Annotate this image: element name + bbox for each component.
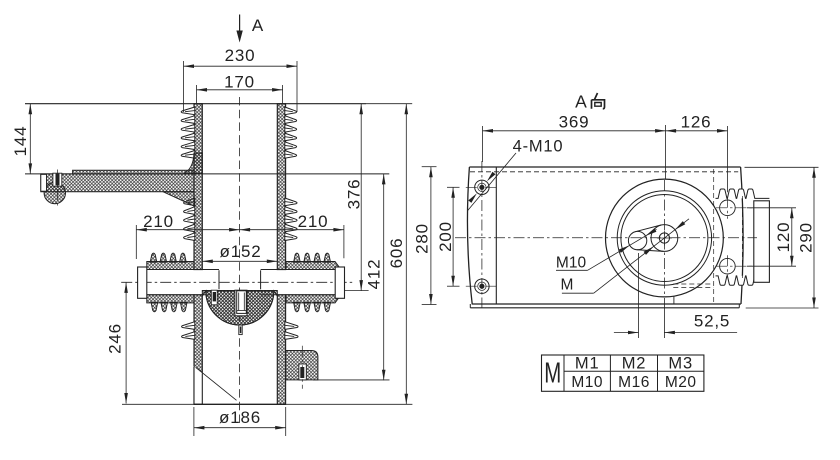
svg-text:M1: M1 [575, 355, 600, 373]
svg-text:M20: M20 [665, 374, 697, 391]
svg-text:M3: M3 [668, 355, 693, 373]
svg-text:280: 280 [412, 223, 431, 254]
svg-text:412: 412 [364, 259, 383, 290]
svg-text:200: 200 [436, 221, 455, 252]
svg-text:M16: M16 [618, 374, 650, 391]
svg-text:210: 210 [143, 212, 174, 231]
svg-text:144: 144 [11, 126, 30, 157]
svg-text:126: 126 [681, 113, 712, 132]
svg-text:M: M [544, 358, 561, 390]
svg-text:ø152: ø152 [220, 242, 262, 261]
svg-text:210: 210 [298, 212, 329, 231]
svg-text:A: A [252, 16, 264, 35]
svg-text:246: 246 [105, 323, 124, 354]
svg-text:M: M [561, 277, 574, 294]
svg-text:M10: M10 [556, 255, 587, 272]
svg-text:4-M10: 4-M10 [513, 138, 564, 156]
svg-text:369: 369 [559, 113, 590, 132]
svg-text:290: 290 [796, 222, 815, 253]
svg-text:170: 170 [224, 73, 255, 92]
svg-text:376: 376 [344, 179, 363, 210]
svg-text:120: 120 [774, 222, 793, 253]
svg-text:230: 230 [225, 46, 256, 65]
svg-text:52,5: 52,5 [694, 312, 730, 331]
svg-text:606: 606 [387, 238, 406, 269]
svg-text:A: A [575, 92, 587, 112]
svg-text:ø186: ø186 [219, 408, 261, 427]
svg-text:M2: M2 [622, 355, 647, 373]
svg-text:M10: M10 [571, 374, 603, 391]
